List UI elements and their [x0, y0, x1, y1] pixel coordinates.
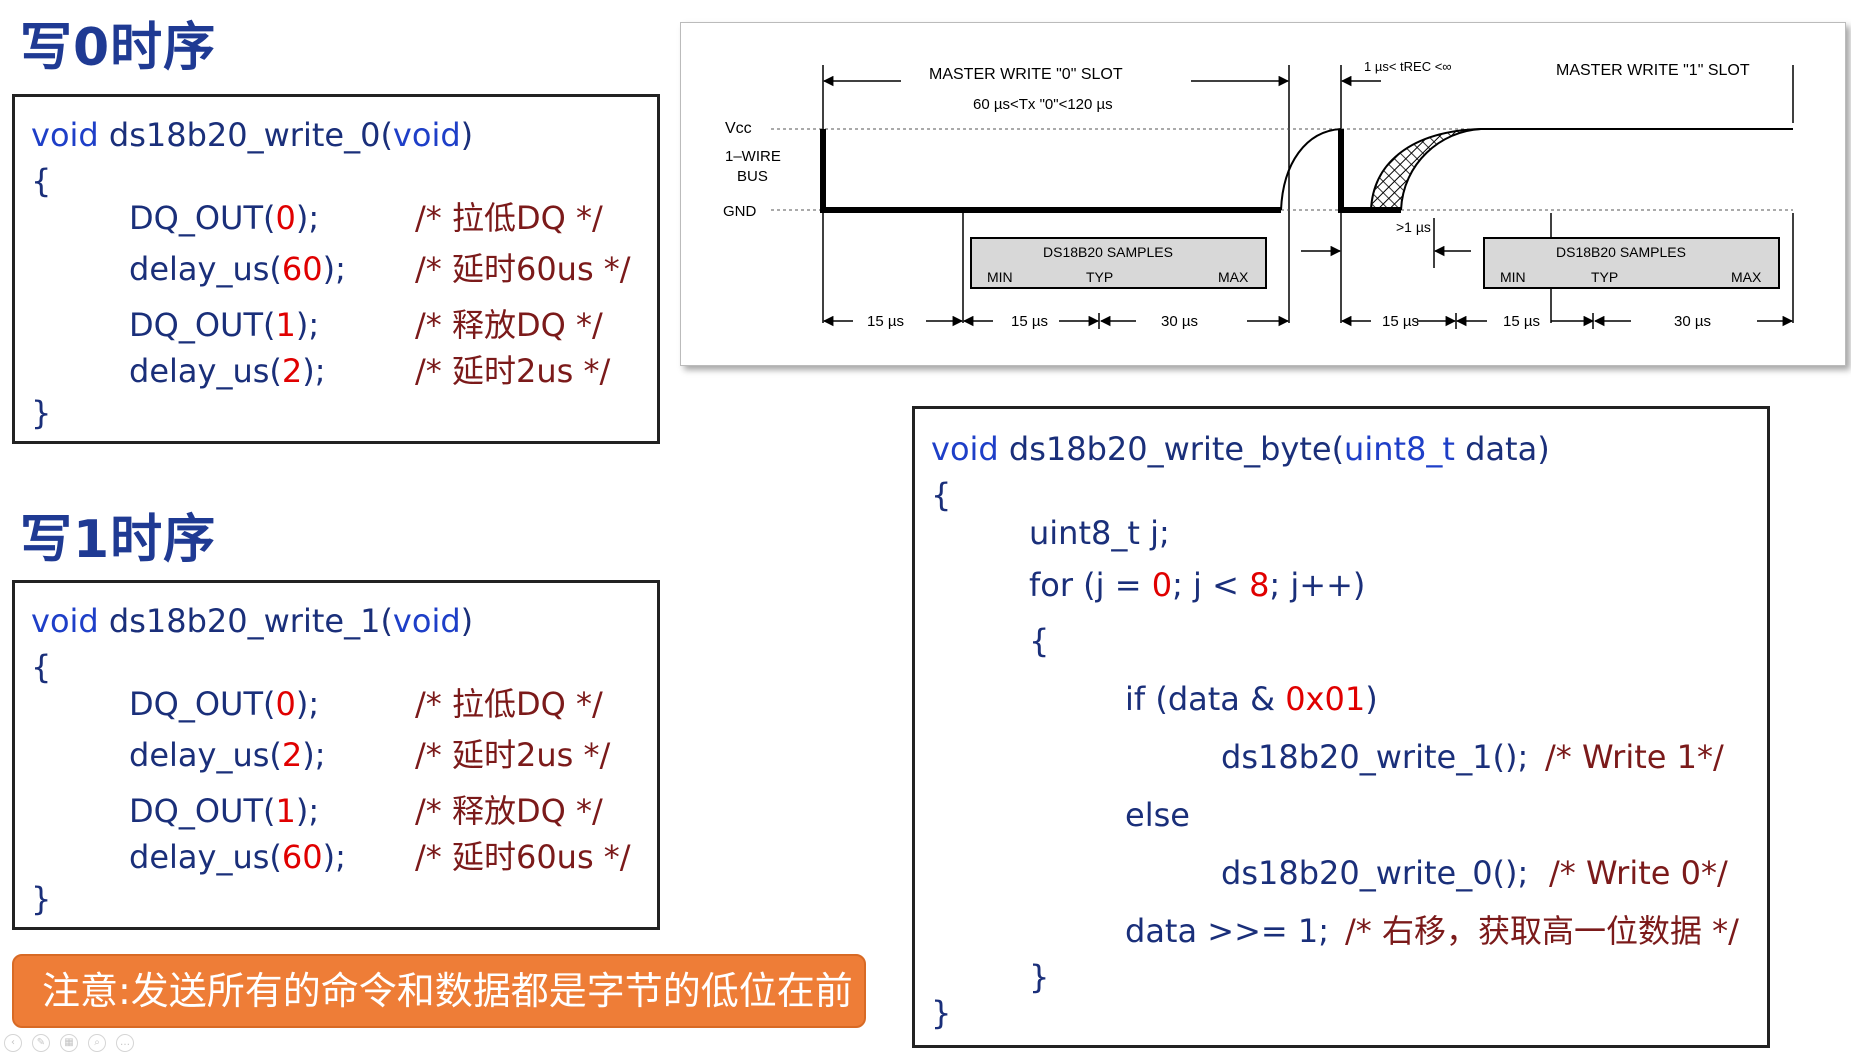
max-label: MAX	[1218, 269, 1249, 285]
gnd-label: GND	[723, 203, 757, 220]
code-comment: /* 延时60us */	[415, 250, 631, 288]
code-line-else: else	[1125, 796, 1190, 834]
max-label: MAX	[1731, 269, 1762, 285]
trec-label: 1 µs< tREC <∞	[1364, 59, 1452, 74]
code-brace-close: }	[31, 880, 52, 918]
code-comment: /* 右移，获取高一位数据 */	[1345, 912, 1739, 950]
code-line: delay_us(60);	[129, 250, 346, 288]
slides-icon[interactable]: ▦	[60, 1034, 78, 1052]
samples-label: DS18B20 SAMPLES	[1043, 244, 1173, 260]
code-comment: /* Write 0*/	[1549, 854, 1728, 892]
code-comment: /* 拉低DQ */	[415, 199, 603, 237]
typ-label: TYP	[1086, 269, 1113, 285]
code-comment: /* 释放DQ */	[415, 306, 603, 344]
code-comment: /* 延时2us */	[415, 352, 611, 390]
note-banner: 注意:发送所有的命令和数据都是字节的低位在前	[12, 954, 866, 1028]
gt1-label: >1 µs	[1396, 219, 1431, 235]
typ-label: TYP	[1591, 269, 1618, 285]
code-brace-open: {	[31, 648, 52, 686]
code-inner-brace-close: }	[1029, 958, 1050, 996]
more-icon[interactable]: …	[116, 1034, 134, 1052]
slideshow-toolbar[interactable]: ‹ ✎ ▦ ⌕ …	[4, 1034, 134, 1052]
code-signature: void ds18b20_write_byte(uint8_t data)	[931, 430, 1550, 468]
vcc-label: Vcc	[725, 120, 752, 137]
code-brace-close: }	[931, 994, 952, 1032]
code-comment: /* 拉低DQ */	[415, 685, 603, 723]
timing-15us: 15 µs	[1011, 313, 1048, 330]
code-comment: /* 延时2us */	[415, 736, 611, 774]
timing-diagram-svg: MASTER WRITE "0" SLOT 60 µs<Tx "0"<120 µ…	[723, 59, 1794, 330]
heading-write1-timing: 写1时序	[20, 510, 217, 570]
code-line-call1: ds18b20_write_1();	[1221, 738, 1529, 776]
code-inner-brace-open: {	[1029, 622, 1050, 660]
code-line: delay_us(2);	[129, 352, 326, 390]
timing-diagram: MASTER WRITE "0" SLOT 60 µs<Tx "0"<120 µ…	[680, 22, 1846, 366]
timing-15us: 15 µs	[867, 313, 904, 330]
timing-15us: 15 µs	[1382, 313, 1419, 330]
min-label: MIN	[1500, 269, 1526, 285]
code-signature: void ds18b20_write_0(void)	[31, 116, 474, 154]
code-comment: /* 释放DQ */	[415, 792, 603, 830]
code-line: DQ_OUT(1);	[129, 792, 320, 830]
tx-range-label: 60 µs<Tx "0"<120 µs	[973, 96, 1113, 113]
timing-15us: 15 µs	[1503, 313, 1540, 330]
write0-slot-title: MASTER WRITE "0" SLOT	[929, 66, 1123, 83]
code-brace-close: }	[31, 394, 52, 432]
write1-code-box: void ds18b20_write_1(void) { DQ_OUT(0); …	[12, 580, 660, 930]
code-line: DQ_OUT(0);	[129, 685, 320, 723]
code-line: delay_us(60);	[129, 838, 346, 876]
samples-box-write0	[970, 237, 1267, 289]
code-line: DQ_OUT(1);	[129, 306, 320, 344]
code-comment: /* 延时60us */	[415, 838, 631, 876]
timing-30us: 30 µs	[1674, 313, 1711, 330]
bus-label-2: BUS	[737, 168, 768, 185]
code-comment: /* Write 1*/	[1545, 738, 1724, 776]
write1-slot-title: MASTER WRITE "1" SLOT	[1556, 62, 1750, 79]
code-line-shift: data >>= 1;	[1125, 912, 1329, 950]
code-line-decl: uint8_t j;	[1029, 514, 1170, 552]
code-line: DQ_OUT(0);	[129, 199, 320, 237]
timing-30us: 30 µs	[1161, 313, 1198, 330]
code-line-for: for (j = 0; j < 8; j++)	[1029, 566, 1366, 604]
code-line-if: if (data & 0x01)	[1125, 680, 1378, 718]
code-brace-open: {	[931, 476, 952, 514]
samples-box-write1	[1483, 237, 1780, 289]
write-byte-code-box: void ds18b20_write_byte(uint8_t data) { …	[912, 406, 1770, 1048]
prev-icon[interactable]: ‹	[4, 1034, 22, 1052]
write0-code-box: void ds18b20_write_0(void) { DQ_OUT(0); …	[12, 94, 660, 444]
code-brace-open: {	[31, 162, 52, 200]
bus-label-1: 1–WIRE	[725, 148, 781, 165]
code-line: delay_us(2);	[129, 736, 326, 774]
samples-label: DS18B20 SAMPLES	[1556, 244, 1686, 260]
zoom-icon[interactable]: ⌕	[88, 1034, 106, 1052]
code-line-call0: ds18b20_write_0();	[1221, 854, 1529, 892]
min-label: MIN	[987, 269, 1013, 285]
code-signature: void ds18b20_write_1(void)	[31, 602, 474, 640]
heading-write0-timing: 写0时序	[20, 18, 217, 78]
pen-icon[interactable]: ✎	[32, 1034, 50, 1052]
